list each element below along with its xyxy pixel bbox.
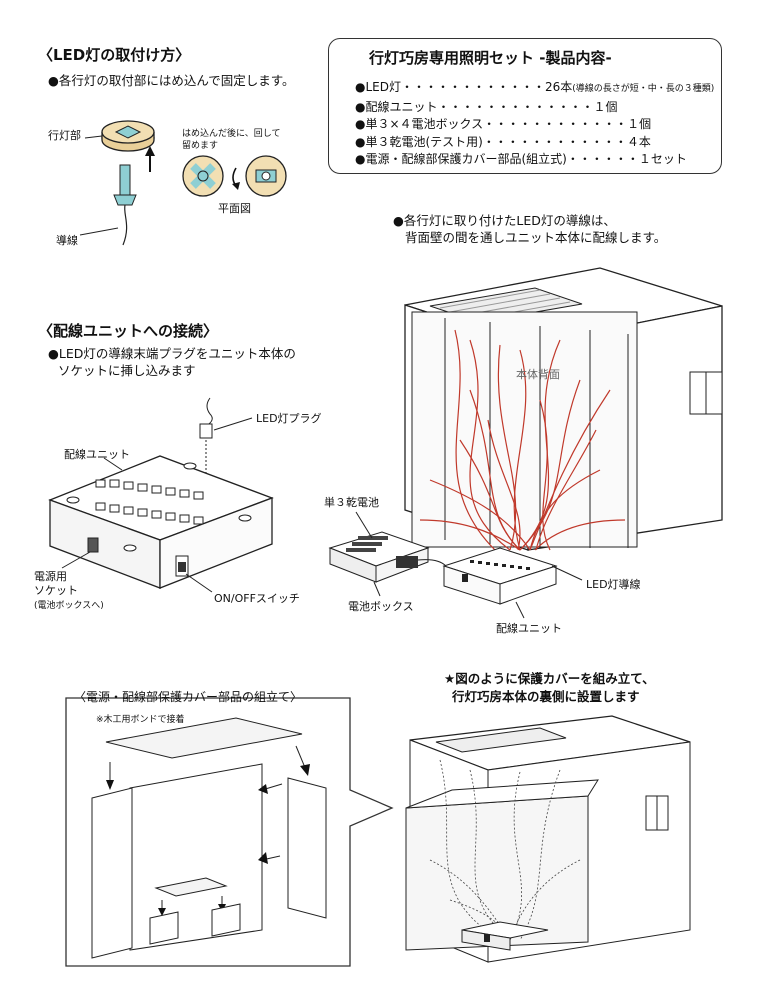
label-body-back: 本体背面 (516, 368, 560, 381)
label-led-plug: LED灯プラグ (256, 412, 322, 425)
contents-item: ●単３乾電池(テスト用)・・・・・・・・・・・・４本 (355, 134, 651, 149)
label-wiring-unit-body: 配線ユニット (496, 622, 562, 635)
contents-item: ●配線ユニット・・・・・・・・・・・・・１個 (355, 99, 618, 114)
heading-cover-assembly: 〈電源・配線部保護カバー部品の組立て〉 (74, 690, 303, 704)
label-wiring-unit: 配線ユニット (64, 448, 130, 461)
wiring-unit-illustration (48, 397, 274, 593)
contents-item: ●電源・配線部保護カバー部品(組立式)・・・・・・１セット (355, 152, 687, 166)
note-led-mounting: ●各行灯の取付部にはめ込んで固定します。 (48, 73, 295, 88)
led-mounting-illustration (79, 120, 287, 246)
label-plan-view: 平面図 (218, 202, 251, 215)
note-connection-2: ソケットに挿し込みます (58, 363, 196, 378)
label-aa-battery: 単３乾電池 (324, 496, 379, 509)
contents-item: ●LED灯・・・・・・・・・・・・26本(導線の長さが短・中・長の３種類) (355, 80, 715, 94)
product-contents-box: 行灯巧房専用照明セット -製品内容- ●LED灯・・・・・・・・・・・・26本(… (328, 38, 722, 174)
label-wire: 導線 (56, 234, 78, 247)
label-after-insert-1: はめ込んだ後に、回して (182, 129, 281, 139)
wiring-note-1: ●各行灯に取り付けたLED灯の導線は、 (393, 213, 616, 228)
label-andon-part: 行灯部 (48, 129, 81, 142)
product-contents-title: 行灯巧房専用照明セット -製品内容- (369, 49, 612, 67)
label-power-socket-1: 電源用 (34, 570, 67, 583)
label-battery-box: 電池ボックス (348, 600, 414, 613)
note-connection-1: ●LED灯の導線末端プラグをユニット本体の (48, 346, 296, 361)
label-after-insert-2: 留めます (182, 141, 219, 151)
wiring-note-2: 背面壁の間を通しユニット本体に配線します。 (405, 230, 667, 245)
cover-note-1: ★図のように保護カバーを組み立て、 (444, 671, 655, 686)
heading-led-mounting: 〈LED灯の取付け方〉 (38, 46, 191, 64)
label-led-wire: LED灯導線 (586, 578, 641, 591)
note-wood-glue: ※木工用ボンドで接着 (96, 715, 185, 725)
product-contents-list: ●LED灯・・・・・・・・・・・・26本(導線の長さが短・中・長の３種類) ●配… (355, 79, 714, 169)
heading-unit-connection: 〈配線ユニットへの接続〉 (38, 322, 219, 340)
label-power-socket-note: (電池ボックスへ) (34, 601, 104, 611)
label-onoff-switch: ON/OFFスイッチ (214, 592, 300, 605)
label-power-socket-2: ソケット (34, 584, 78, 597)
body-back-wiring-illustration (328, 267, 723, 619)
contents-item: ●単３×４電池ボックス・・・・・・・・・・・・１個 (355, 117, 652, 131)
cover-note-2: 行灯巧房本体の裏側に設置します (452, 689, 640, 704)
